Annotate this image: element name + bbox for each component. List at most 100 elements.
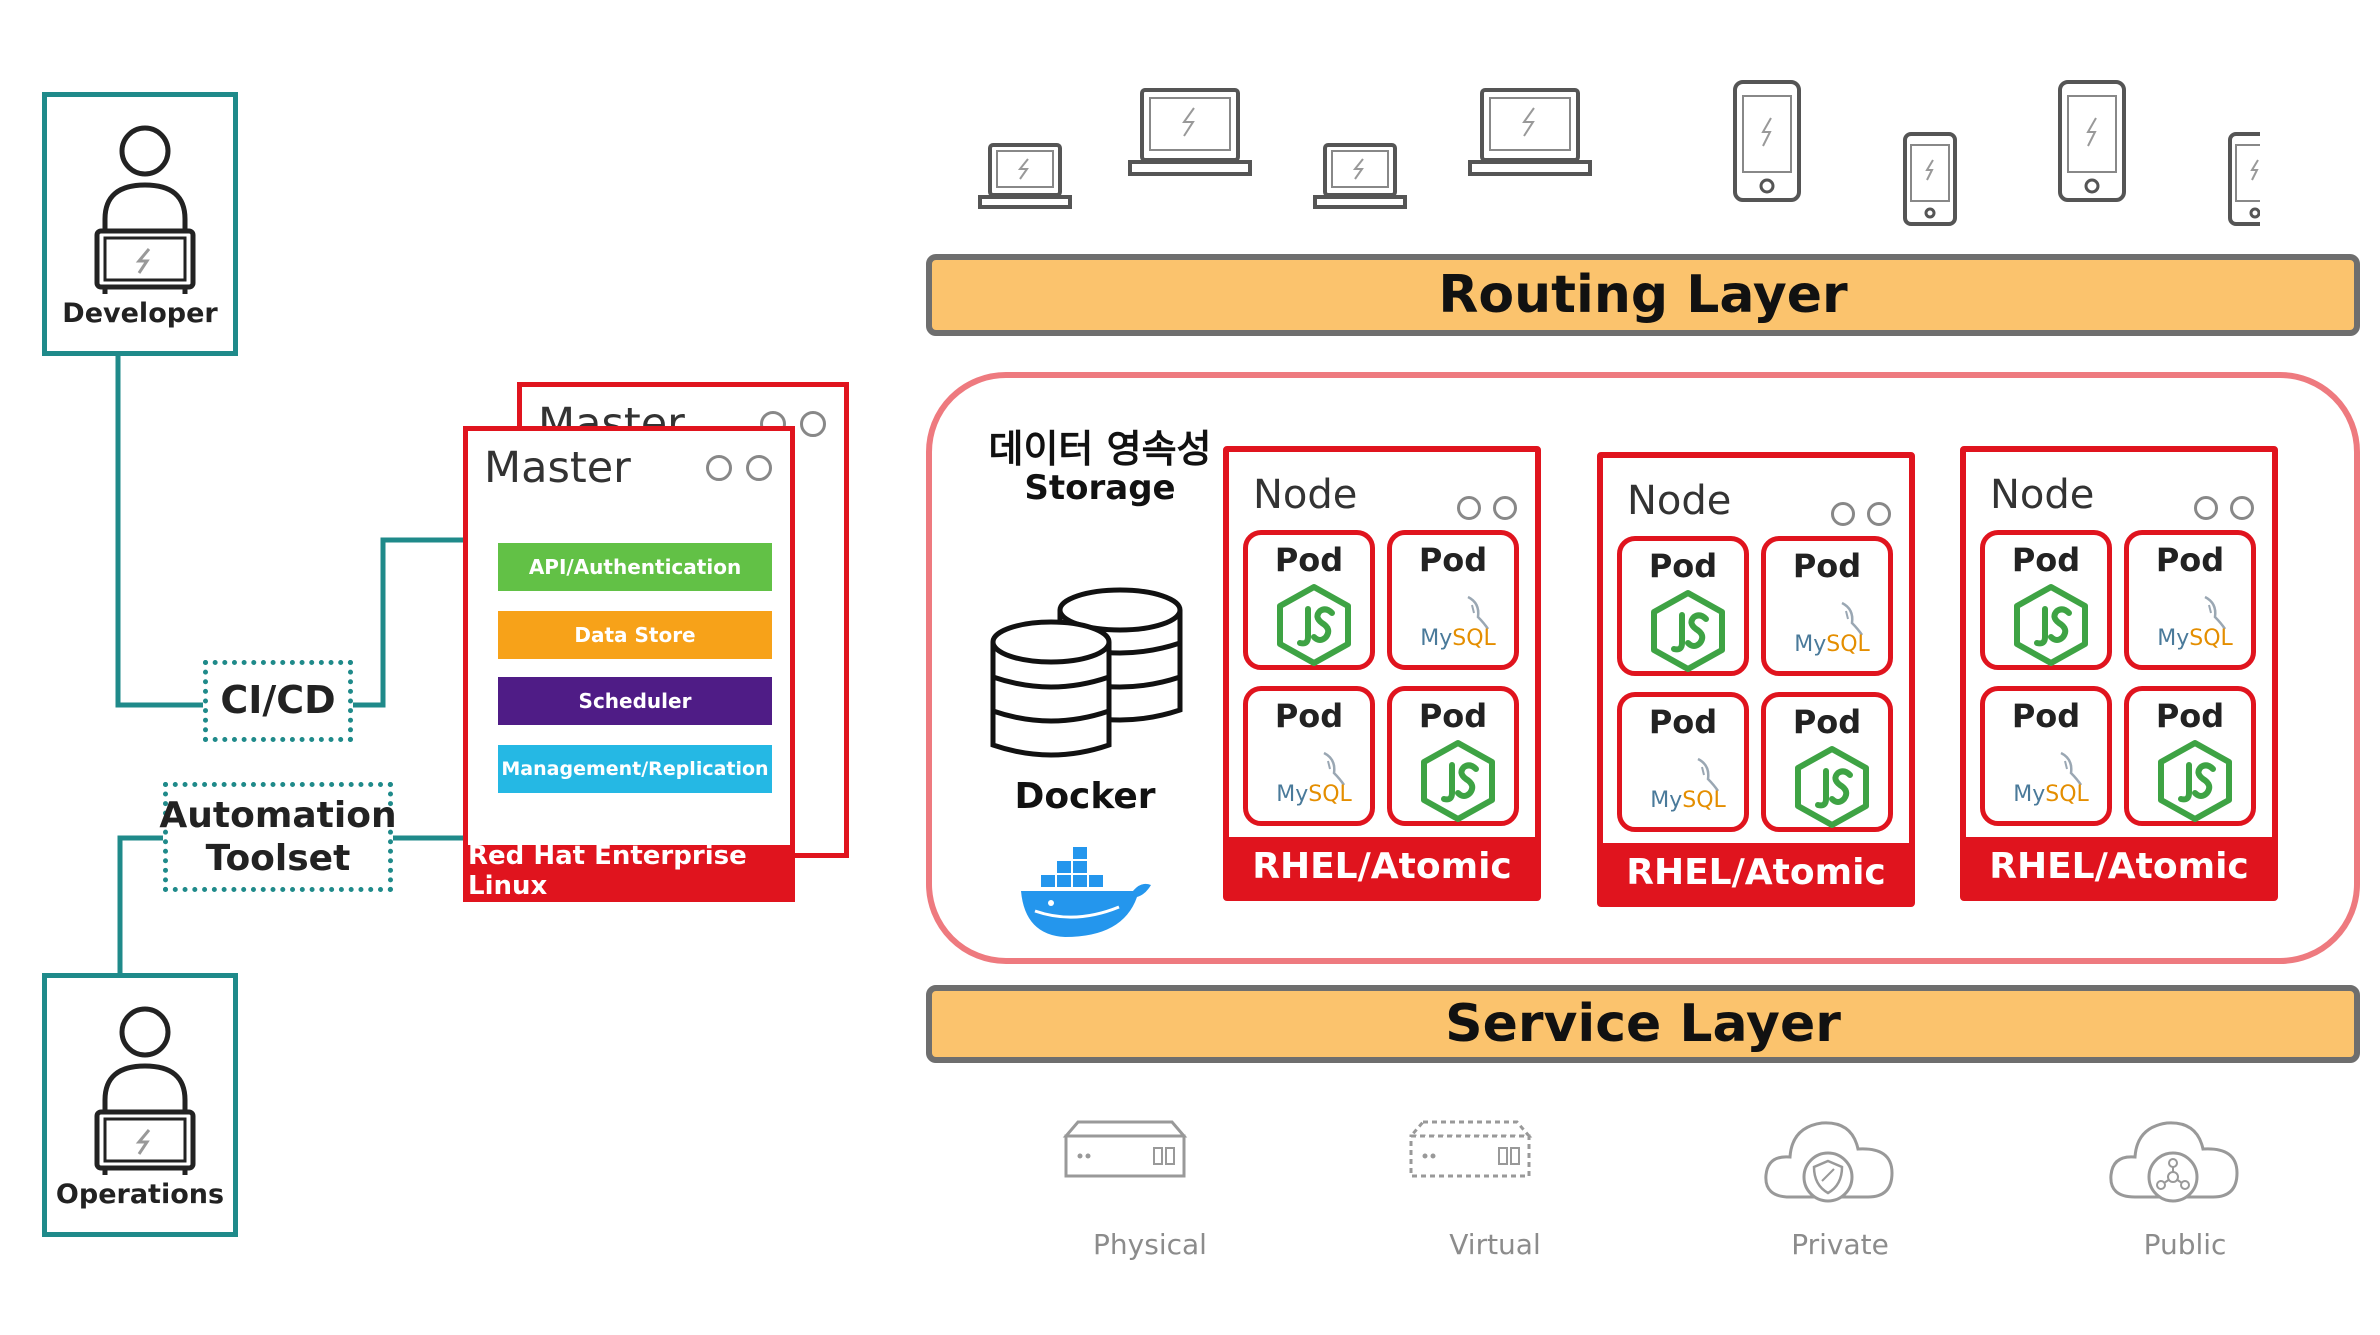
docker-whale-icon xyxy=(1021,847,1151,937)
nodejs-icon xyxy=(1795,746,1869,828)
developer-icon xyxy=(94,125,196,294)
management-replication-bar: Management/Replication xyxy=(498,745,772,793)
mysql-icon: MySQL xyxy=(1794,601,1871,657)
pod: Pod xyxy=(1243,530,1375,670)
mysql-icon-wrap: MySQL xyxy=(1418,583,1502,671)
pod: Pod xyxy=(1387,686,1519,826)
nodejs-icon xyxy=(2014,584,2088,666)
developer-label: Developer xyxy=(62,298,218,329)
node-footer: RHEL/Atomic xyxy=(1603,843,1909,901)
mysql-icon-wrap: MySQL xyxy=(2155,583,2239,671)
nodejs-icon xyxy=(1277,584,1351,666)
mysql-icon: MySQL xyxy=(1276,751,1353,807)
laptop-icon xyxy=(978,143,1072,209)
pod-label: Pod xyxy=(1648,703,1718,741)
automation-label-line2: Toolset xyxy=(205,838,351,879)
storage-korean-label: 데이터 영속성 xyxy=(988,427,1212,471)
nodejs-icon-wrap xyxy=(1648,589,1728,677)
window-dots xyxy=(1445,496,1517,524)
mysql-icon: MySQL xyxy=(1650,757,1727,813)
developer-box: Developer xyxy=(42,92,238,356)
node-footer: RHEL/Atomic xyxy=(1229,837,1535,895)
client-devices xyxy=(978,80,2260,226)
mysql-icon-wrap: MySQL xyxy=(1274,739,1358,827)
window-dots xyxy=(2182,496,2254,524)
mysql-icon-wrap: MySQL xyxy=(1792,589,1876,677)
svg-text:MySQL: MySQL xyxy=(2157,626,2233,651)
operations-label: Operations xyxy=(55,1179,225,1210)
mysql-icon-wrap: MySQL xyxy=(1648,745,1732,833)
laptop-icon xyxy=(1128,88,1252,176)
routing-layer: Routing Layer xyxy=(926,254,2360,336)
operations-icon xyxy=(94,1006,196,1175)
operations-box: Operations xyxy=(42,973,238,1237)
public-cloud-icon xyxy=(2109,1121,2239,1203)
nodejs-icon xyxy=(1421,740,1495,822)
laptop-icon xyxy=(1468,88,1592,176)
phone-icon xyxy=(1903,132,1957,226)
node-title: Node xyxy=(1627,478,1732,524)
nodejs-icon-wrap xyxy=(1418,739,1498,827)
pod-label: Pod xyxy=(2011,541,2081,579)
mysql-icon-wrap: MySQL xyxy=(2011,739,2095,827)
pod: Pod xyxy=(1617,536,1749,676)
nodejs-icon-wrap xyxy=(1274,583,1354,671)
cicd-box: CI/CD xyxy=(203,660,353,742)
svg-text:MySQL: MySQL xyxy=(1276,782,1352,807)
phone-icon xyxy=(2228,132,2260,226)
pod-label: Pod xyxy=(2155,697,2225,735)
cicd-label: CI/CD xyxy=(220,678,336,723)
pod-label: Pod xyxy=(1274,541,1344,579)
data-store-bar: Data Store xyxy=(498,611,772,659)
pod-label: Pod xyxy=(1792,547,1862,585)
pod-label: Pod xyxy=(1648,547,1718,585)
pod-label: Pod xyxy=(2155,541,2225,579)
pod: Pod xyxy=(1980,530,2112,670)
pod-label: Pod xyxy=(1418,541,1488,579)
phone-icon xyxy=(2058,80,2126,202)
master-card: Master API/Authentication Data Store Sch… xyxy=(463,426,795,902)
pod-label: Pod xyxy=(1792,703,1862,741)
pod: Pod xyxy=(1761,692,1893,832)
infra-label-physical: Physical xyxy=(1093,1228,1207,1261)
infra-label-virtual: Virtual xyxy=(1449,1228,1541,1261)
phone-icon xyxy=(1733,80,1801,202)
nodejs-icon-wrap xyxy=(2155,739,2235,827)
svg-text:MySQL: MySQL xyxy=(2013,782,2089,807)
pod-label: Pod xyxy=(1418,697,1488,735)
laptop-icon xyxy=(1313,143,1407,209)
svg-text:MySQL: MySQL xyxy=(1650,788,1726,813)
rhel-footer: Red Hat Enterprise Linux xyxy=(468,841,790,901)
mysql-icon: MySQL xyxy=(2013,751,2090,807)
docker-label: Docker xyxy=(1014,776,1156,817)
infra-label-private: Private xyxy=(1791,1228,1889,1261)
node-title: Node xyxy=(1253,472,1358,518)
pod-label: Pod xyxy=(1274,697,1344,735)
nodejs-icon-wrap xyxy=(1792,745,1872,833)
svg-text:MySQL: MySQL xyxy=(1420,626,1496,651)
automation-label-line1: Automation xyxy=(159,794,397,836)
virtual-server-icon xyxy=(1407,1120,1533,1178)
node-footer: RHEL/Atomic xyxy=(1966,837,2272,895)
server-icon xyxy=(1062,1120,1188,1178)
service-layer: Service Layer xyxy=(926,985,2360,1063)
mysql-icon: MySQL xyxy=(2157,595,2234,651)
scheduler-bar: Scheduler xyxy=(498,677,772,725)
svg-text:MySQL: MySQL xyxy=(1794,632,1870,657)
routing-layer-label: Routing Layer xyxy=(1438,265,1848,325)
window-dots xyxy=(692,455,772,485)
pod-label: Pod xyxy=(2011,697,2081,735)
nodejs-icon-wrap xyxy=(2011,583,2091,671)
automation-toolset-box: Automation Toolset xyxy=(159,782,397,892)
database-icon xyxy=(990,587,1183,758)
api-authentication-bar: API/Authentication xyxy=(498,543,772,591)
infra-label-public: Public xyxy=(2143,1228,2227,1261)
master-title: Master xyxy=(484,443,631,493)
nodejs-icon xyxy=(2158,740,2232,822)
